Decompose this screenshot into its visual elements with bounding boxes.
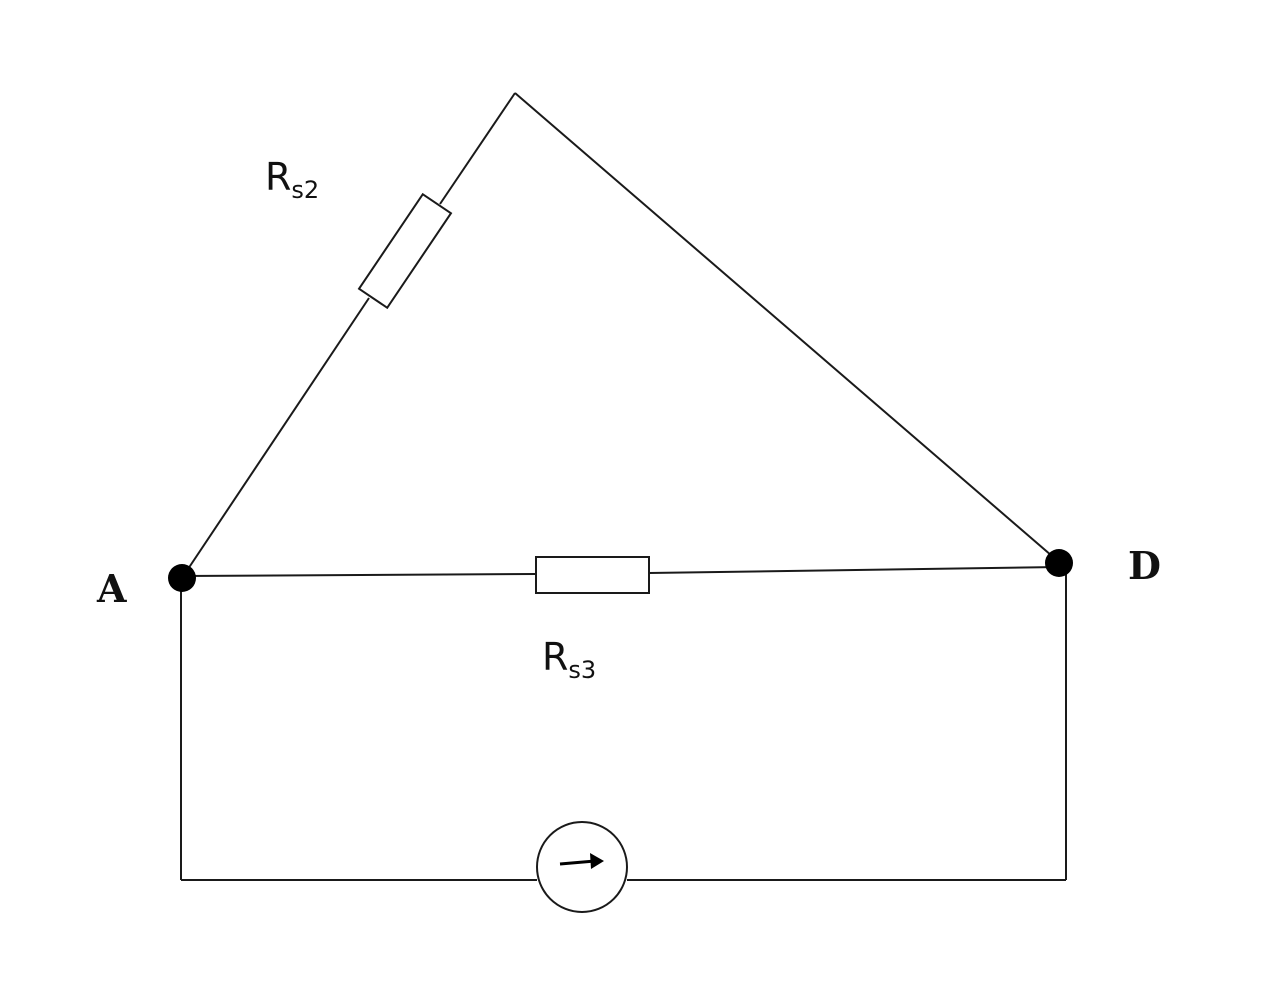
node-d-label: D (1128, 543, 1161, 588)
node-a-dot (168, 564, 196, 592)
node-a-label: A (96, 566, 127, 611)
wire-a-to-rs2 (181, 297, 370, 579)
current-source (536, 821, 628, 913)
wire-apex-to-d (514, 92, 1060, 563)
arrow-right-icon (559, 853, 604, 869)
wire-a-to-rs3 (181, 573, 537, 577)
resistor-rs3 (535, 556, 650, 594)
resistor-rs3-label: Rs3 (542, 635, 596, 684)
resistor-rs2-label: Rs2 (265, 155, 319, 204)
resistor-rs2 (357, 192, 453, 310)
wire-rs3-to-d (648, 566, 1060, 574)
wire-rs2-to-apex (439, 92, 516, 205)
node-d-dot (1045, 549, 1073, 577)
